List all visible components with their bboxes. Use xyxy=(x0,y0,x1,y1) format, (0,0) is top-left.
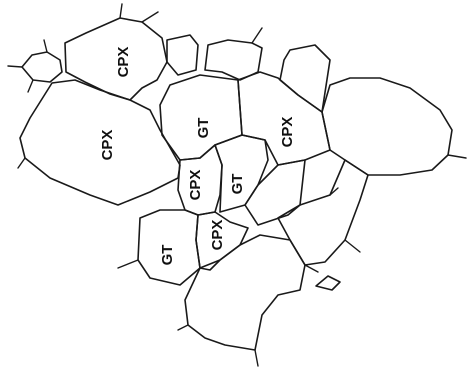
label-gt-lower: GT xyxy=(159,245,176,266)
label-cpx-left: CPX xyxy=(99,130,116,161)
grain-right-middle xyxy=(245,160,305,225)
stub-4 xyxy=(8,66,22,67)
grain-gt-middle xyxy=(215,135,268,212)
label-gt-middle: GT xyxy=(229,174,246,195)
label-cpx-middle: CPX xyxy=(187,170,204,201)
grain-large-right xyxy=(322,78,452,175)
stub-1 xyxy=(120,4,122,18)
grain-far-right xyxy=(280,45,330,112)
stub-2 xyxy=(142,12,158,22)
label-cpx-top: CPX xyxy=(115,47,132,78)
stub-8 xyxy=(448,155,466,158)
label-cpx-lower: CPX xyxy=(209,220,226,251)
stub-3 xyxy=(44,40,47,52)
mineral-labels: CPX CPX GT CPX CPX GT CPX GT xyxy=(99,47,296,266)
stub-11 xyxy=(178,325,188,330)
stub-6 xyxy=(252,28,262,43)
stub-10 xyxy=(118,260,138,268)
grain-gt-center xyxy=(160,75,242,160)
grain-bottom xyxy=(185,235,305,350)
stub-13 xyxy=(305,265,318,272)
stub-12 xyxy=(255,350,258,366)
stub-9 xyxy=(345,240,360,252)
stub-7 xyxy=(18,158,25,168)
grain-small-bottom-right xyxy=(316,276,340,290)
stub-5 xyxy=(28,80,33,92)
grain-small-far-left xyxy=(22,52,62,82)
grain-top-center xyxy=(167,35,198,75)
label-cpx-right: CPX xyxy=(279,117,296,148)
label-gt-center: GT xyxy=(195,118,212,139)
